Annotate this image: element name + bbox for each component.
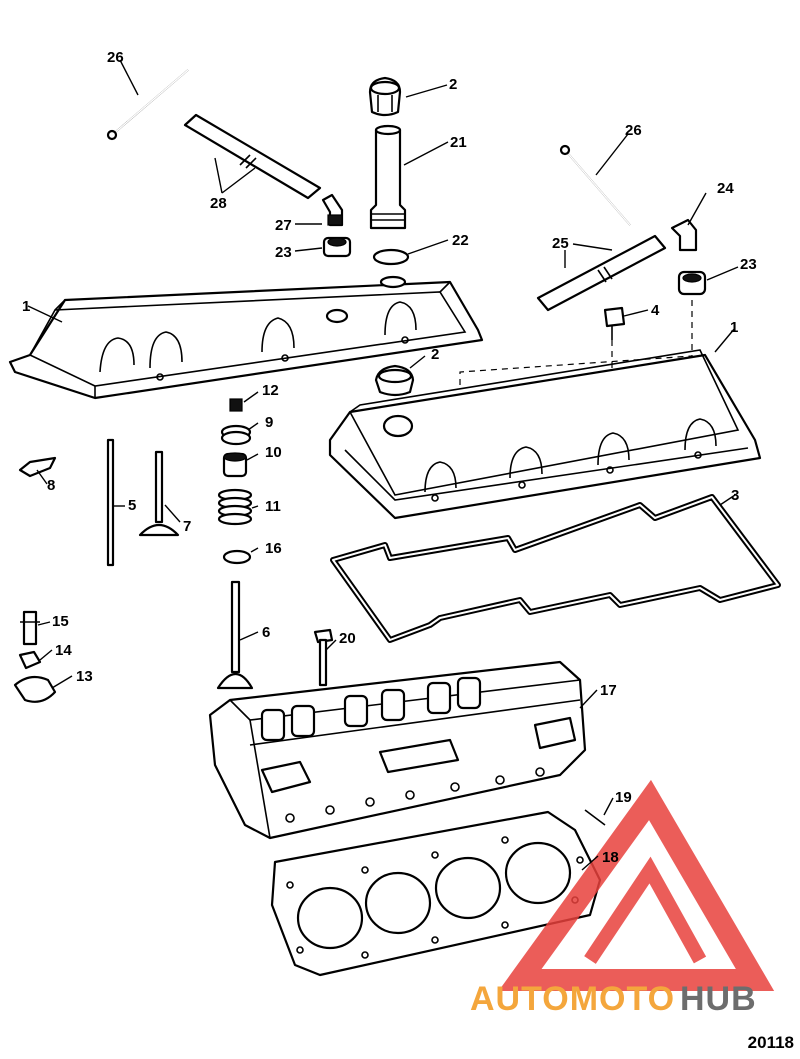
callout-14: 14 (55, 642, 72, 659)
callout-26-left: 26 (107, 49, 124, 66)
strap-26-left (106, 69, 189, 141)
watermark-logo: AUTOMOTO HUB (470, 779, 775, 1018)
callout-5: 5 (128, 497, 136, 514)
valve-seal-10 (222, 452, 248, 478)
shim-16 (222, 549, 252, 565)
callout-25: 25 (552, 235, 569, 252)
intake-valve-6 (216, 580, 254, 690)
callout-23-right: 23 (740, 256, 757, 273)
callout-13: 13 (76, 668, 93, 685)
seal-22 (372, 248, 410, 266)
leader-lines (27, 59, 739, 871)
callout-27: 27 (275, 217, 292, 234)
callout-1-left: 1 (22, 298, 30, 315)
callout-10: 10 (265, 444, 282, 461)
retainer-9 (220, 424, 252, 446)
callout-21: 21 (450, 134, 467, 151)
callout-9: 9 (265, 414, 273, 431)
callout-15: 15 (52, 613, 69, 630)
callout-24: 24 (717, 180, 734, 197)
bolt-4 (603, 306, 626, 340)
valve-cover-1-right (328, 349, 762, 520)
callout-3: 3 (731, 487, 739, 504)
fill-tube-21 (369, 124, 407, 230)
callout-7: 7 (183, 518, 191, 535)
callout-2-top: 2 (449, 76, 457, 93)
callout-20: 20 (339, 630, 356, 647)
callout-16: 16 (265, 540, 282, 557)
callout-6: 6 (262, 624, 270, 641)
valve-cover-gasket-3 (330, 494, 781, 643)
pushrod-5 (106, 438, 115, 567)
hose-28 (183, 113, 322, 200)
hose-25 (536, 234, 667, 312)
valve-lock-12 (229, 398, 243, 412)
cylinder-head-17 (208, 660, 587, 840)
callout-2-lower: 2 (431, 346, 439, 363)
rocker-stud-15 (20, 610, 40, 646)
fitting-24 (670, 218, 698, 252)
exhaust-valve-7 (138, 450, 180, 537)
callout-1-right: 1 (730, 319, 738, 336)
valve-spring-11 (217, 488, 253, 526)
callout-12: 12 (262, 382, 279, 399)
watermark-text-hub: HUB (680, 980, 757, 1018)
figure-number: 20118 (747, 1033, 794, 1052)
callout-11: 11 (265, 498, 281, 515)
nut-14 (18, 650, 42, 670)
callout-26-right: 26 (625, 122, 642, 139)
rocker-13 (13, 675, 57, 703)
strap-26-right (559, 144, 631, 226)
head-bolt-20 (313, 628, 334, 687)
callout-8: 8 (47, 477, 55, 494)
oil-fill-cap-2-lower (374, 364, 415, 397)
grommet-23-left (322, 236, 352, 258)
grommet-23-right (677, 270, 707, 296)
callout-4: 4 (651, 302, 660, 319)
callout-22: 22 (452, 232, 469, 249)
callout-28: 28 (210, 195, 227, 212)
callout-17: 17 (600, 682, 617, 699)
head-gasket-18 (270, 810, 602, 977)
oil-fill-cap-2-top (368, 76, 402, 117)
callout-23-left: 23 (275, 244, 292, 261)
callout-labels: 26 2 21 26 24 23 22 28 27 23 25 4 1 1 2 … (22, 49, 757, 866)
elbow-fitting-27 (321, 193, 344, 227)
callout-18: 18 (602, 849, 619, 866)
alignment-line-grommet (459, 300, 693, 385)
watermark-text-main: AUTOMOTO (470, 980, 675, 1018)
dowel-19 (584, 809, 606, 826)
callout-19: 19 (615, 789, 632, 806)
rocker-arm-8 (18, 456, 57, 478)
